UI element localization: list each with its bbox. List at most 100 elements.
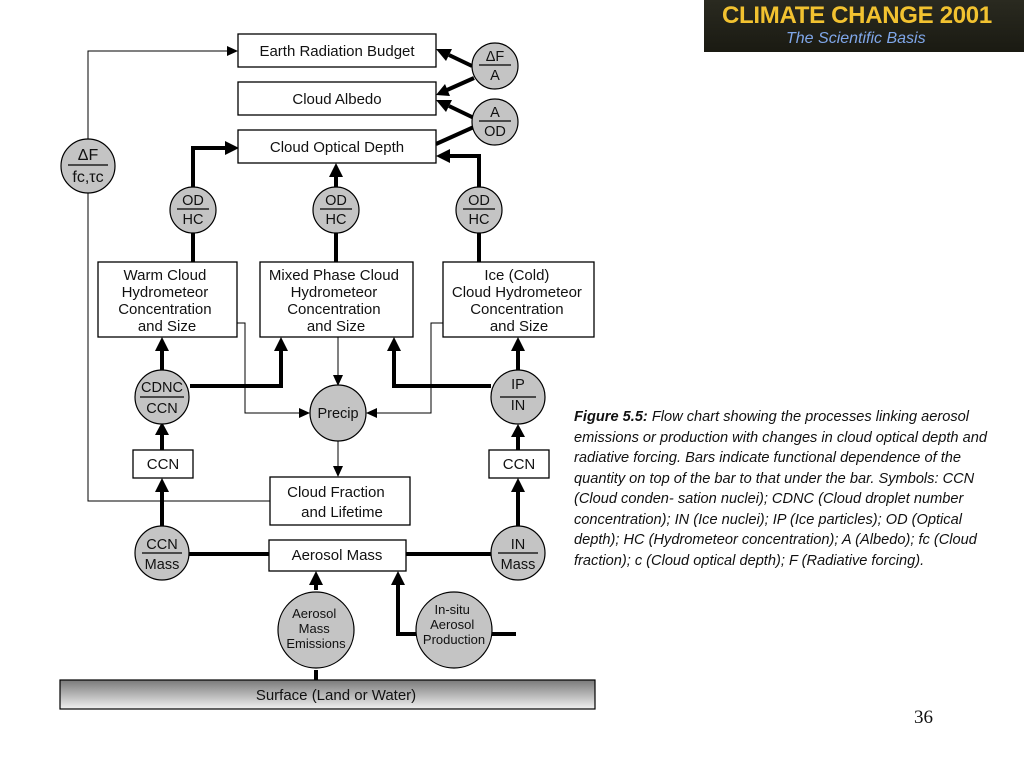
svg-text:Mass: Mass bbox=[145, 557, 180, 573]
ccn-right-label: CCN bbox=[503, 456, 536, 473]
aerosol-mass-label: Aerosol Mass bbox=[292, 547, 383, 564]
arrowhead-ice-cloud bbox=[511, 337, 525, 351]
arrowhead-AOD-cloud-albedo bbox=[436, 100, 452, 112]
surface-bar: Surface (Land or Water) bbox=[59, 679, 596, 710]
line-dF-circle-to-earth-radiation-budget bbox=[87, 50, 228, 142]
line-odhc-right-to-cloud-optical-depth bbox=[450, 154, 481, 187]
svg-text:CCN: CCN bbox=[146, 401, 177, 417]
banner-title: CLIMATE CHANGE 2001 bbox=[722, 2, 992, 29]
line-cloudfraction-to-dF-circle bbox=[87, 191, 270, 502]
svg-text:Precip: Precip bbox=[317, 406, 358, 422]
arrowhead-cloud-fraction bbox=[333, 466, 343, 477]
box-warm-cloud: Warm Cloud Hydrometeor Concentration and… bbox=[97, 261, 238, 338]
svg-text:Aerosol Mass Emiss: Aerosol Mass Emissions bbox=[286, 606, 346, 651]
arrowhead-aerosol-mass-bottom-left bbox=[309, 571, 323, 585]
surface-label: Surface (Land or Water) bbox=[256, 687, 416, 704]
line-AOD-to-cloud-albedo bbox=[448, 104, 475, 120]
arrowhead-precip-top bbox=[333, 375, 343, 386]
line-ice-cloud-to-precip bbox=[376, 322, 443, 414]
svg-text:fc,τc: fc,τc bbox=[72, 169, 103, 186]
earth-radiation-budget-label: Earth Radiation Budget bbox=[259, 43, 415, 60]
line-cdnc-to-mixed-phase bbox=[190, 350, 283, 388]
box-earth-radiation-budget: Earth Radiation Budget bbox=[237, 33, 437, 68]
arrowhead-precip-left bbox=[299, 408, 310, 418]
box-ccn-right: CCN bbox=[488, 449, 550, 479]
mixed-phase-cloud-label: Mixed Phase Cloud Hydrometeor Concentrat… bbox=[269, 267, 403, 335]
line-cloud-optical-depth-to-AOD bbox=[435, 124, 477, 146]
arrowhead-mixed-phase-left bbox=[274, 337, 288, 351]
box-cloud-optical-depth: Cloud Optical Depth bbox=[237, 129, 437, 164]
arrowhead-mixed-phase-right bbox=[387, 337, 401, 351]
arrowhead-odhc-mid-cloud-optical-depth bbox=[329, 163, 343, 177]
climate-change-2001-banner: CLIMATE CHANGE 2001 The Scientific Basis bbox=[704, 0, 1024, 52]
circle-A-OD: A OD bbox=[471, 98, 519, 146]
arrowhead-warm-cloud bbox=[155, 337, 169, 351]
banner-subtitle: The Scientific Basis bbox=[786, 30, 926, 47]
warm-cloud-label: Warm Cloud Hydrometeor Concentration and… bbox=[118, 267, 216, 335]
figure-caption: Figure 5.5: Flow chart showing the proce… bbox=[574, 407, 994, 571]
svg-text:A: A bbox=[490, 105, 500, 121]
cloud-fraction-label: Cloud Fraction and Lifetime bbox=[287, 484, 389, 521]
svg-text:IN: IN bbox=[511, 537, 526, 553]
line-ipin-to-mixed-phase bbox=[392, 350, 491, 388]
box-aerosol-mass: Aerosol Mass bbox=[268, 539, 407, 572]
arrowhead-ipin bbox=[511, 424, 525, 437]
svg-text:OD: OD bbox=[325, 193, 347, 209]
ccn-left-label: CCN bbox=[147, 456, 180, 473]
arrowhead-dFA-earth-radiation-budget bbox=[436, 49, 452, 61]
box-cloud-fraction: Cloud Fraction and Lifetime bbox=[269, 476, 411, 526]
svg-text:HC: HC bbox=[326, 212, 347, 228]
ice-cloud-label: Ice (Cold) Cloud Hydrometeor Concentrati… bbox=[452, 267, 586, 335]
svg-text:CDNC: CDNC bbox=[141, 380, 183, 396]
svg-text:HC: HC bbox=[469, 212, 490, 228]
arrowhead-earth-radiation-budget bbox=[227, 46, 238, 56]
aerosol-cloud-flow-chart: Surface (Land or Water) Earth Radiation … bbox=[59, 33, 596, 710]
arrowhead-cdnc bbox=[155, 422, 169, 435]
circle-odhc-mid: OD HC bbox=[312, 186, 360, 234]
svg-text:OD: OD bbox=[468, 193, 490, 209]
caption-label: Figure 5.5: bbox=[574, 409, 648, 425]
circle-insitu-production: In-situ Aerosol Production bbox=[415, 591, 493, 669]
svg-text:In-situ Aerosol Pr: In-situ Aerosol Production bbox=[423, 602, 485, 647]
circle-dF-A: ΔF A bbox=[471, 42, 519, 90]
svg-text:IN: IN bbox=[511, 398, 526, 414]
box-cloud-albedo: Cloud Albedo bbox=[237, 81, 437, 116]
svg-text:Mass: Mass bbox=[501, 557, 536, 573]
arrowhead-dFA-cloud-albedo bbox=[436, 84, 450, 96]
svg-text:HC: HC bbox=[183, 212, 204, 228]
arrowhead-precip-right bbox=[366, 408, 377, 418]
circle-ip-in: IP IN bbox=[490, 369, 546, 425]
svg-text:CCN: CCN bbox=[146, 537, 177, 553]
arrowhead-odhc-left-cloud-optical-depth bbox=[225, 141, 239, 155]
cloud-optical-depth-label: Cloud Optical Depth bbox=[270, 139, 404, 156]
connectors bbox=[87, 46, 525, 680]
circle-precip: Precip bbox=[309, 384, 367, 442]
circle-dF-fc-tc: ΔF fc,τc bbox=[60, 138, 116, 194]
svg-text:A: A bbox=[490, 68, 500, 84]
svg-text:IP: IP bbox=[511, 377, 525, 393]
svg-text:OD: OD bbox=[484, 124, 506, 140]
circle-odhc-left: OD HC bbox=[169, 186, 217, 234]
caption-text: Flow chart showing the processes linking… bbox=[574, 409, 987, 569]
circle-cdnc-ccn: CDNC CCN bbox=[134, 369, 190, 425]
line-warm-cloud-to-precip bbox=[237, 322, 300, 414]
line-dFA-to-cloud-albedo bbox=[446, 76, 475, 92]
arrowhead-ccn-box-right bbox=[511, 478, 525, 492]
box-ccn-left: CCN bbox=[132, 449, 194, 479]
line-odhc-left-to-cloud-optical-depth bbox=[191, 146, 226, 187]
circle-ccn-mass: CCN Mass bbox=[134, 525, 190, 581]
circle-aerosol-emissions: Aerosol Mass Emissions bbox=[277, 591, 355, 669]
svg-text:ΔF: ΔF bbox=[486, 49, 505, 65]
svg-text:ΔF: ΔF bbox=[78, 147, 99, 164]
circle-odhc-right: OD HC bbox=[455, 186, 503, 234]
cloud-albedo-label: Cloud Albedo bbox=[292, 91, 381, 108]
box-mixed-phase-cloud: Mixed Phase Cloud Hydrometeor Concentrat… bbox=[259, 261, 414, 338]
arrowhead-aerosol-mass-bottom-right bbox=[391, 571, 405, 585]
circle-in-mass: IN Mass bbox=[490, 525, 546, 581]
page-number: 36 bbox=[914, 707, 933, 728]
arrowhead-ccn-box-left bbox=[155, 478, 169, 492]
svg-text:OD: OD bbox=[182, 193, 204, 209]
arrowhead-odhc-right-cloud-optical-depth bbox=[436, 149, 450, 163]
line-insitu-to-aerosol-mass bbox=[396, 585, 417, 636]
box-ice-cloud: Ice (Cold) Cloud Hydrometeor Concentrati… bbox=[442, 261, 595, 338]
